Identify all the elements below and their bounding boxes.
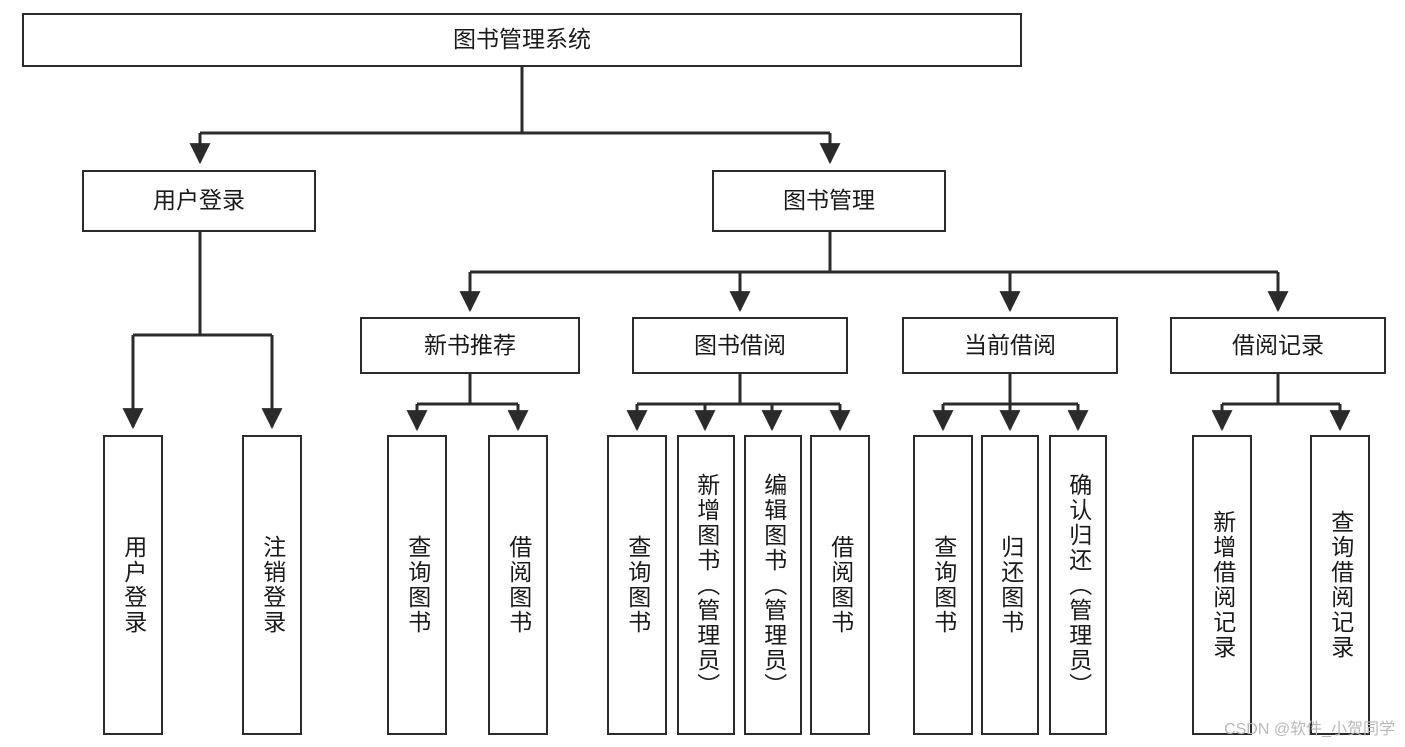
- watermark-text: CSDN @软件_小贺同学: [1224, 721, 1395, 738]
- leaf-add-book-admin[interactable]: 新增图书（管理员）: [677, 435, 735, 735]
- node-label: 用户登录: [153, 187, 245, 214]
- leaf-query-book-recommend[interactable]: 查询图书: [387, 435, 447, 735]
- node-label: 新增图书（管理员）: [693, 472, 720, 698]
- node-label: 新增借阅记录: [1209, 510, 1236, 660]
- node-user-login[interactable]: 用户登录: [82, 170, 316, 232]
- leaf-query-book-current[interactable]: 查询图书: [913, 435, 973, 735]
- node-label: 图书管理系统: [453, 26, 591, 53]
- node-book-borrow[interactable]: 图书借阅: [632, 317, 848, 374]
- leaf-borrow-book[interactable]: 借阅图书: [810, 435, 870, 735]
- node-current-borrow[interactable]: 当前借阅: [902, 317, 1118, 374]
- leaf-logout[interactable]: 注销登录: [242, 435, 302, 735]
- node-label: 图书借阅: [694, 331, 786, 358]
- leaf-edit-book-admin[interactable]: 编辑图书（管理员）: [744, 435, 802, 735]
- node-new-book-recommend[interactable]: 新书推荐: [360, 317, 580, 374]
- leaf-confirm-return-admin[interactable]: 确认归还（管理员）: [1049, 435, 1107, 735]
- node-root-system[interactable]: 图书管理系统: [22, 13, 1022, 67]
- node-label: 注销登录: [259, 535, 286, 635]
- node-book-management[interactable]: 图书管理: [712, 170, 946, 232]
- node-label: 确认归还（管理员）: [1065, 472, 1092, 698]
- node-label: 编辑图书（管理员）: [760, 472, 787, 698]
- node-label: 借阅图书: [827, 535, 854, 635]
- leaf-query-book-borrow[interactable]: 查询图书: [607, 435, 667, 735]
- node-label: 图书管理: [783, 187, 875, 214]
- node-label: 查询图书: [404, 535, 431, 635]
- leaf-return-book[interactable]: 归还图书: [981, 435, 1039, 735]
- node-label: 借阅图书: [505, 535, 532, 635]
- node-label: 查询借阅记录: [1327, 510, 1354, 660]
- leaf-add-borrow-record[interactable]: 新增借阅记录: [1192, 435, 1252, 735]
- node-label: 新书推荐: [424, 331, 516, 358]
- leaf-query-borrow-record[interactable]: 查询借阅记录: [1310, 435, 1370, 735]
- leaf-borrow-book-recommend[interactable]: 借阅图书: [488, 435, 548, 735]
- node-label: 查询图书: [624, 535, 651, 635]
- node-borrow-records[interactable]: 借阅记录: [1170, 317, 1386, 374]
- node-label: 用户登录: [120, 535, 147, 635]
- node-label: 借阅记录: [1232, 331, 1324, 358]
- node-label: 当前借阅: [964, 331, 1056, 358]
- node-label: 查询图书: [930, 535, 957, 635]
- node-label: 归还图书: [997, 535, 1024, 635]
- leaf-user-login[interactable]: 用户登录: [103, 435, 163, 735]
